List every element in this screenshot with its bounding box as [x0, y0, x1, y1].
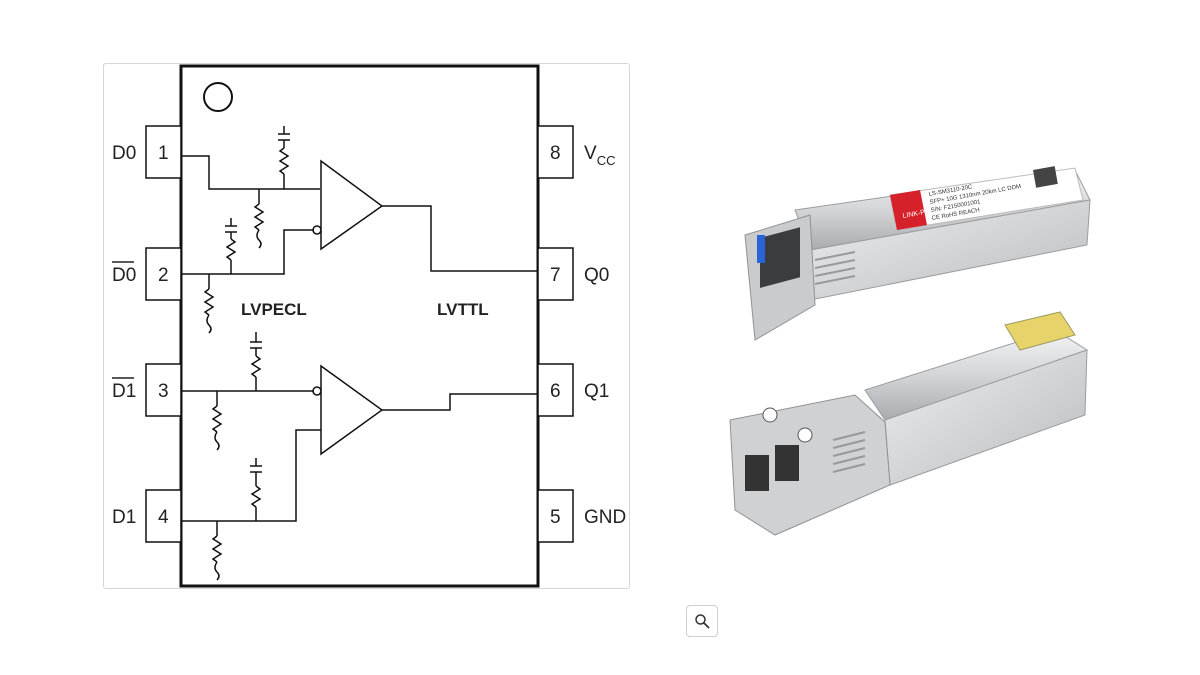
- lvpecl-label: LVPECL: [241, 300, 307, 319]
- pin-7: 7 Q0: [537, 247, 609, 301]
- pin-8-number: 8: [550, 143, 561, 164]
- lc-port-right: [775, 445, 799, 481]
- pin-7-label: Q0: [584, 265, 609, 286]
- pin-5-label: GND: [584, 507, 626, 528]
- pin-7-number: 7: [550, 265, 561, 286]
- edge-connector: [1004, 311, 1076, 351]
- module-label: LINK-PP LS-SM3110-20C SFP+ 10G 1310nm 20…: [889, 166, 1084, 231]
- pin-6: 6 Q1: [537, 363, 609, 417]
- pin-3: 3 D1: [112, 363, 182, 417]
- brand-label: LINK-PP: [902, 208, 930, 220]
- pin-5-number: 5: [550, 507, 561, 528]
- ic-body: [179, 64, 540, 588]
- fiber-indicator: [757, 235, 765, 263]
- lc-port-left: [745, 455, 769, 491]
- pin-3-number: 3: [158, 381, 169, 402]
- pin-4-label: D1: [112, 507, 136, 528]
- qr-code: [1033, 166, 1058, 188]
- pin-6-number: 6: [550, 381, 561, 402]
- pin-1: 1 D0: [112, 125, 182, 179]
- pin-3-label: D1: [112, 381, 136, 402]
- upper-channel-wiring: [181, 126, 538, 334]
- pin-8-label: VCC: [584, 143, 615, 168]
- pin-8: 8 VCC: [537, 125, 615, 179]
- lvttl-label: LVTTL: [437, 300, 489, 319]
- pinout-schematic: 1 D0 2 D0 3 D1 4 D1 8 VCC 7 Q: [112, 64, 626, 588]
- pin-5: 5 GND: [537, 489, 626, 543]
- pin-2-label: D0: [112, 265, 136, 286]
- schematic-card: 1 D0 2 D0 3 D1 4 D1 8 VCC 7 Q: [103, 63, 718, 637]
- lower-channel-wiring: [181, 332, 538, 581]
- sfp-module-top: LINK-PP LS-SM3110-20C SFP+ 10G 1310nm 20…: [744, 166, 1091, 341]
- pin-4-number: 4: [158, 507, 169, 528]
- pin-1-number: 1: [158, 143, 169, 164]
- pin-2: 2 D0: [112, 247, 182, 301]
- zoom-button[interactable]: [686, 605, 718, 637]
- sfp-modules-image: LINK-PP LS-SM3110-20C SFP+ 10G 1310nm 20…: [729, 166, 1091, 536]
- sfp-module-bottom: [729, 311, 1089, 536]
- pin-1-label: D0: [112, 143, 136, 164]
- pin-2-number: 2: [158, 265, 169, 286]
- magnifier-icon: [695, 614, 710, 629]
- pin-4: 4 D1: [112, 489, 182, 543]
- pin1-marker: [203, 82, 233, 112]
- pin-6-label: Q1: [584, 381, 609, 402]
